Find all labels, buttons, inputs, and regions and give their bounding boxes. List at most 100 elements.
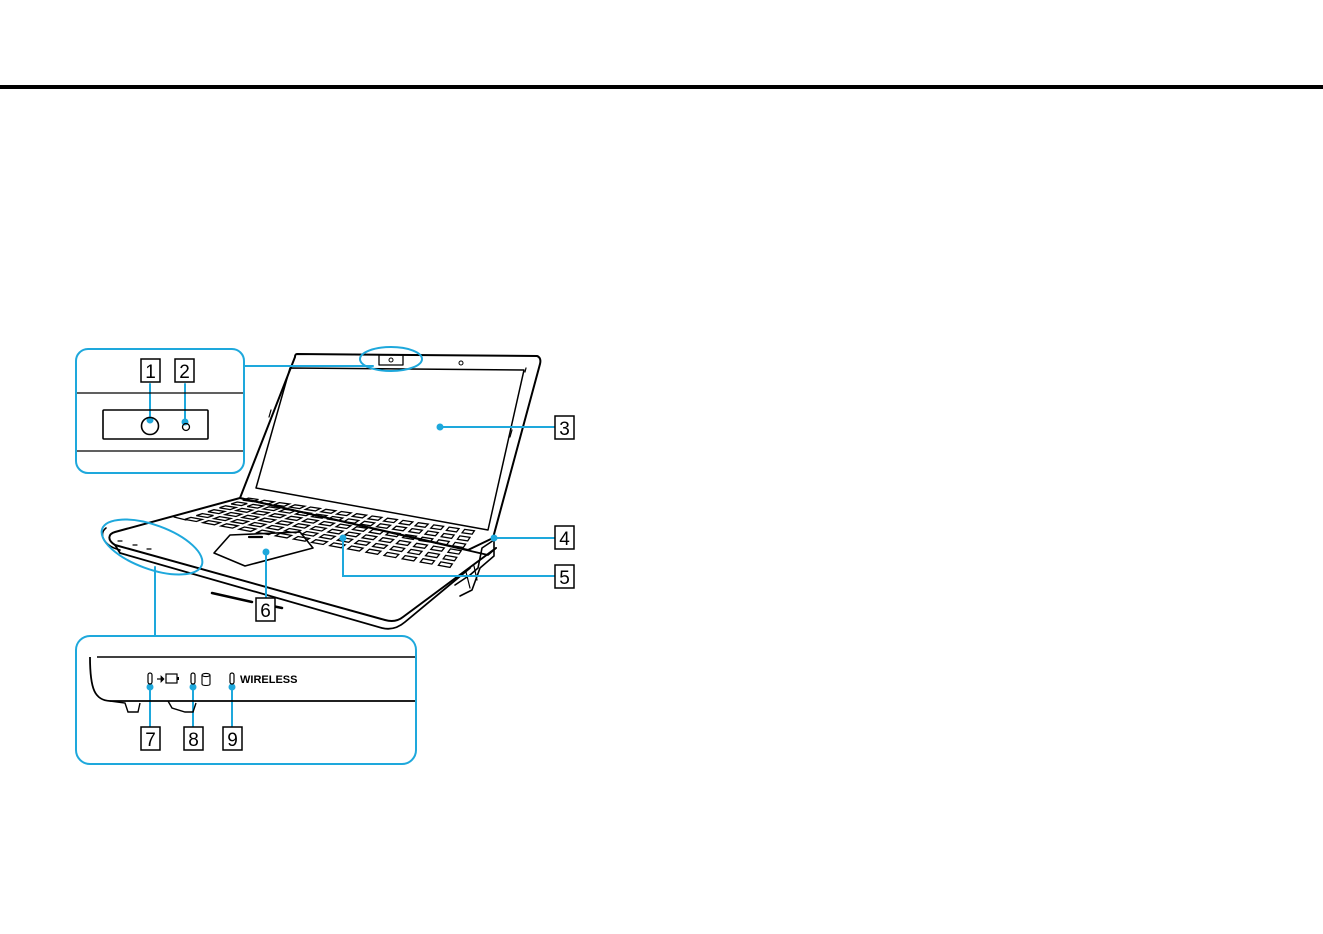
keyboard-key bbox=[231, 502, 247, 506]
keyboard-key bbox=[239, 527, 256, 531]
disk-drive-icon bbox=[202, 673, 210, 685]
keyboard-key bbox=[420, 559, 434, 564]
keyboard-key bbox=[353, 527, 368, 532]
screen-outline bbox=[256, 368, 524, 530]
callout-2-number: 2 bbox=[179, 362, 190, 383]
wireless-label: WIRELESS bbox=[240, 674, 297, 686]
keyboard-key bbox=[384, 552, 399, 557]
keyboard-key bbox=[399, 520, 412, 525]
keyboard-key bbox=[390, 546, 404, 551]
keyboard-key bbox=[344, 519, 359, 523]
keyboard-keys bbox=[185, 498, 475, 567]
keyboard-key bbox=[384, 518, 398, 522]
keyboard-key bbox=[196, 514, 213, 518]
front-slot-left bbox=[212, 593, 252, 602]
keyboard-key bbox=[448, 549, 461, 554]
keyboard-key bbox=[397, 541, 411, 546]
keyboard-key bbox=[185, 517, 202, 521]
keyboard-key bbox=[345, 532, 360, 537]
keyboard-key bbox=[337, 512, 351, 516]
keyboard-key bbox=[258, 500, 274, 504]
keyboard-key bbox=[446, 527, 459, 532]
lid-webcam-icon bbox=[379, 355, 403, 365]
callout-7: 7 bbox=[141, 727, 160, 751]
keyboard-key bbox=[259, 518, 275, 522]
keyboard-key bbox=[402, 556, 416, 561]
keyboard-key bbox=[409, 529, 422, 534]
keyboard-key bbox=[302, 532, 318, 537]
keyboard-key bbox=[408, 549, 422, 554]
callout-3: 3 bbox=[555, 416, 574, 440]
keyboard-key bbox=[277, 521, 293, 525]
keyboard-key bbox=[275, 533, 291, 538]
callout-7-number: 7 bbox=[145, 730, 156, 751]
keyboard-key bbox=[294, 524, 310, 528]
callout-2: 2 bbox=[175, 359, 194, 383]
keyboard-key bbox=[336, 524, 351, 528]
callout-1-number: 1 bbox=[145, 362, 156, 383]
keyboard-key bbox=[214, 517, 231, 521]
battery-icon bbox=[157, 674, 179, 683]
keyboard-key bbox=[280, 509, 295, 513]
keyboard-key bbox=[208, 510, 225, 514]
keyboard-key bbox=[441, 534, 454, 539]
callout-6: 6 bbox=[256, 598, 275, 622]
keyboard-key bbox=[431, 525, 444, 530]
keyboard-key bbox=[369, 529, 383, 534]
callout-5: 5 bbox=[555, 565, 574, 589]
keyboard-key bbox=[425, 531, 438, 536]
keyboard-key bbox=[393, 526, 407, 531]
keyboard-key bbox=[305, 507, 320, 511]
keyboard-key bbox=[311, 527, 326, 532]
keyboard-key bbox=[414, 543, 428, 548]
keyboard-key bbox=[290, 505, 305, 509]
callout-8-number: 8 bbox=[188, 730, 199, 751]
keyboard-key bbox=[355, 541, 370, 546]
keyboard-key bbox=[221, 524, 238, 528]
callout-8: 8 bbox=[184, 727, 203, 751]
keyboard-key bbox=[431, 546, 445, 551]
keyboard-key bbox=[457, 536, 470, 541]
callout-9: 9 bbox=[223, 727, 242, 751]
keyboard-key bbox=[249, 523, 265, 527]
keyboard-key bbox=[242, 515, 258, 519]
indicator-zoom-panel bbox=[76, 636, 416, 764]
keyboard-key bbox=[366, 549, 381, 554]
keyboard-key bbox=[220, 506, 237, 510]
keyboard-key bbox=[247, 504, 263, 508]
keyboard-key bbox=[373, 544, 388, 549]
keyboard-key bbox=[352, 514, 366, 518]
keyboard-key bbox=[415, 523, 428, 528]
base-deck bbox=[109, 498, 496, 621]
keyboard-key bbox=[321, 509, 336, 513]
keyboard-key bbox=[379, 538, 393, 543]
callout-4: 4 bbox=[555, 526, 574, 550]
keyboard-key bbox=[312, 540, 328, 545]
keyboard-key bbox=[348, 546, 363, 551]
keyboard-key bbox=[303, 519, 318, 523]
keyboard-key bbox=[267, 526, 283, 530]
keyboard-key bbox=[320, 535, 335, 540]
keyboard-key bbox=[438, 562, 452, 568]
keyboard-key bbox=[319, 522, 334, 526]
keyboard-key bbox=[274, 503, 289, 507]
callout-4-number: 4 bbox=[559, 529, 570, 550]
keyboard-key bbox=[294, 537, 310, 542]
keyboard-key bbox=[328, 529, 343, 534]
keyboard-key bbox=[453, 542, 466, 547]
callout-3-number: 3 bbox=[559, 419, 570, 440]
callout-5-number: 5 bbox=[559, 568, 570, 589]
keyboard-key bbox=[362, 535, 377, 540]
keyboard-key bbox=[368, 516, 382, 520]
wireless-indicator-led bbox=[230, 673, 234, 684]
keyboard-key bbox=[236, 508, 252, 512]
keyboard-key bbox=[286, 516, 302, 520]
keyboard-key bbox=[462, 529, 474, 534]
callout-1: 1 bbox=[141, 359, 160, 383]
webcam-module bbox=[103, 410, 208, 439]
webcam-detail bbox=[77, 393, 243, 451]
keyboard-key bbox=[377, 524, 391, 529]
keyboard-key bbox=[443, 555, 457, 560]
charge-indicator-led bbox=[148, 673, 152, 684]
